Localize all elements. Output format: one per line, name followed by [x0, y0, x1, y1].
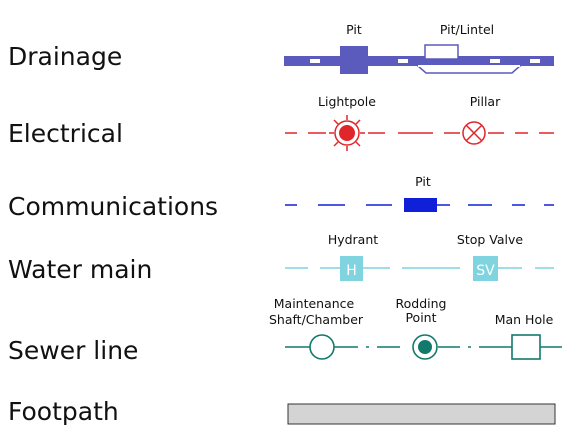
drainage-gap: [530, 59, 540, 63]
row-label-footpath: Footpath: [8, 397, 119, 426]
stop-valve-icon: [473, 256, 498, 281]
row-label-electrical: Electrical: [8, 119, 123, 148]
rodding-label-line2: Point: [405, 310, 436, 325]
footpath-symbol: [287, 403, 556, 425]
pillar-label: Pillar: [470, 94, 501, 109]
stop-valve-label: Stop Valve: [457, 232, 524, 247]
manhole-label: Man Hole: [495, 312, 554, 327]
row-label-communications: Communications: [8, 192, 219, 221]
drainage-symbol: Pit Pit/Lintel: [284, 22, 554, 74]
pillar-icon: [462, 121, 486, 145]
drainage-pit-label: Pit: [346, 22, 362, 37]
maintenance-shaft-icon: [309, 334, 335, 360]
hydrant-label: Hydrant: [328, 232, 378, 247]
row-label-drainage: Drainage: [8, 42, 123, 71]
communications-symbol: Pit: [285, 174, 554, 212]
drainage-gap: [398, 59, 408, 63]
hydrant-icon: [340, 256, 363, 281]
drainage-pit-icon: [340, 46, 368, 74]
lightpole-label: Lightpole: [318, 94, 376, 109]
drainage-pit-lintel-label: Pit/Lintel: [440, 22, 494, 37]
row-label-water-main: Water main: [8, 255, 153, 284]
communications-pit-icon: [404, 198, 437, 212]
rodding-label-line1: Rodding: [396, 296, 447, 311]
manhole-icon: [511, 334, 541, 360]
electrical-symbol: Lightpole Pillar: [285, 94, 554, 151]
drainage-lintel-icon: [424, 44, 459, 60]
drainage-gap: [490, 59, 500, 63]
drainage-gap: [310, 59, 320, 63]
drainage-lintel-base: [416, 65, 522, 74]
sewer-line-symbol: Maintenance Shaft/Chamber Rodding Point …: [269, 296, 562, 360]
communications-pit-label: Pit: [415, 174, 431, 189]
row-label-sewer-line: Sewer line: [8, 336, 139, 365]
hydrant-icon-letter: H: [346, 263, 357, 279]
maintenance-label-line1: Maintenance: [274, 296, 355, 311]
water-main-symbol: H SV Hydrant Stop Valve: [285, 232, 554, 281]
drainage-line: [284, 56, 554, 66]
lightpole-icon: [329, 115, 365, 151]
stop-valve-icon-letters: SV: [476, 263, 495, 279]
rodding-point-icon: [412, 334, 438, 360]
maintenance-label-line2: Shaft/Chamber: [269, 312, 364, 327]
